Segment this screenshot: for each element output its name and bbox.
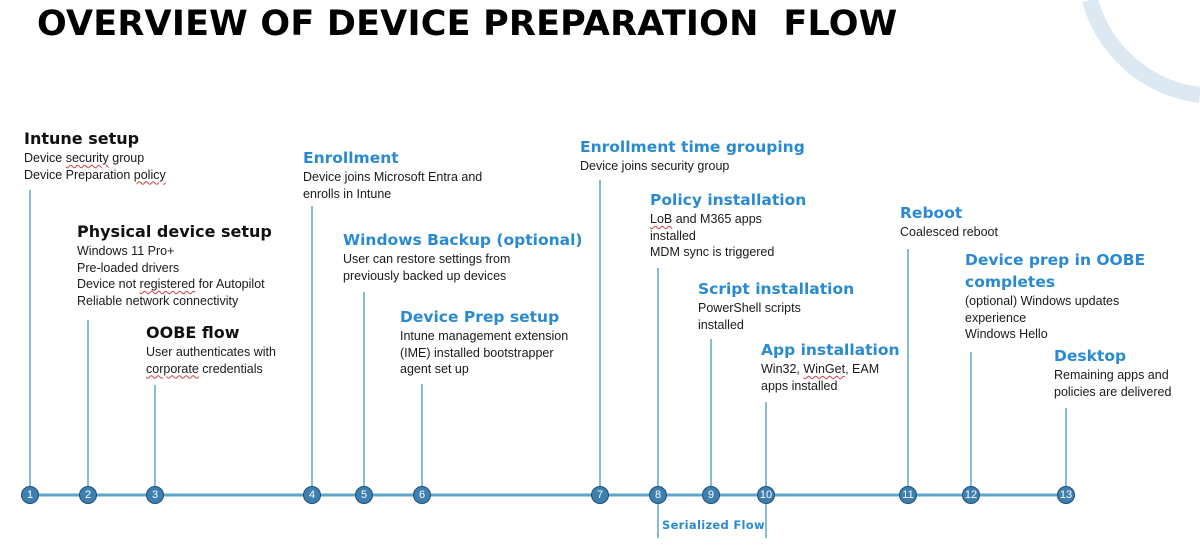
step-detail: User authenticates with — [146, 345, 276, 359]
step-title: Enrollment time grouping — [580, 138, 805, 156]
step-marker-9: 9 — [702, 486, 720, 504]
step-title: Desktop — [1054, 347, 1127, 365]
step-detail: installed — [698, 317, 744, 332]
step-detail: Windows 11 Pro+ — [77, 244, 175, 258]
step-detail: corporate credentials — [146, 361, 263, 376]
step-title: Reboot — [900, 204, 963, 222]
step-detail: Device not registered for Autopilot — [77, 277, 265, 292]
step-title: Script installation — [698, 280, 855, 298]
step-detail: (IME) installed bootstrapper — [400, 345, 554, 360]
step-marker-8: 8 — [649, 486, 667, 504]
step-detail: Device security group — [24, 151, 145, 165]
step-detail: Device Preparation policy — [24, 167, 166, 182]
step-detail: Coalesced reboot — [900, 225, 998, 239]
step-detail: previously backed up devices — [343, 268, 507, 283]
step-detail: Device joins security group — [580, 159, 730, 173]
step-title: Device Prep setup — [400, 308, 560, 326]
step-detail: Pre-loaded drivers — [77, 260, 180, 275]
step-title: App installation — [761, 341, 900, 359]
serialized-flow-label: Serialized Flow — [662, 518, 765, 532]
step-marker-13: 13 — [1057, 486, 1075, 504]
step-5: Windows Backup (optional) User can restor… — [343, 229, 583, 284]
step-detail: Intune management extension — [400, 329, 569, 343]
step-marker-6: 6 — [413, 486, 431, 504]
step-detail: User can restore settings from — [343, 252, 511, 266]
step-detail: PowerShell scripts — [698, 301, 801, 315]
step-detail: Reliable network connectivity — [77, 293, 239, 308]
step-detail: Windows Hello — [965, 327, 1048, 342]
step-detail: MDM sync is triggered — [650, 245, 775, 260]
step-title: Windows Backup (optional) — [343, 231, 583, 249]
step-title: Intune setup — [24, 129, 140, 148]
step-detail: policies are delivered — [1054, 384, 1172, 399]
step-marker-7: 7 — [591, 486, 609, 504]
page-title: OVERVIEW OF DEVICE PREPARATION FLOW — [37, 4, 898, 44]
step-title: Physical device setup — [77, 222, 272, 241]
step-title: Enrollment — [303, 149, 399, 167]
step-detail: experience — [965, 310, 1027, 325]
decorative-arc — [1082, 0, 1200, 103]
step-detail: Remaining apps and — [1054, 368, 1169, 382]
step-detail: installed — [650, 228, 696, 243]
step-marker-11: 11 — [899, 486, 917, 504]
step-marker-2: 2 — [79, 486, 97, 504]
step-marker-1: 1 — [21, 486, 39, 504]
step-detail: Device joins Microsoft Entra and — [303, 170, 483, 184]
step-detail: Win32, WinGet, EAM — [761, 362, 880, 376]
step-detail: LoB and M365 apps — [650, 212, 762, 226]
step-detail: apps installed — [761, 378, 838, 393]
step-marker-12: 12 — [962, 486, 980, 504]
step-detail: agent set up — [400, 362, 469, 377]
step-marker-3: 3 — [146, 486, 164, 504]
step-title: OOBE flow — [146, 323, 240, 342]
step-title: Policy installation — [650, 191, 807, 209]
step-marker-4: 4 — [303, 486, 321, 504]
step-detail: (optional) Windows updates — [965, 294, 1120, 308]
step-detail: enrolls in Intune — [303, 186, 392, 201]
step-marker-5: 5 — [355, 486, 373, 504]
step-marker-10: 10 — [757, 486, 775, 504]
